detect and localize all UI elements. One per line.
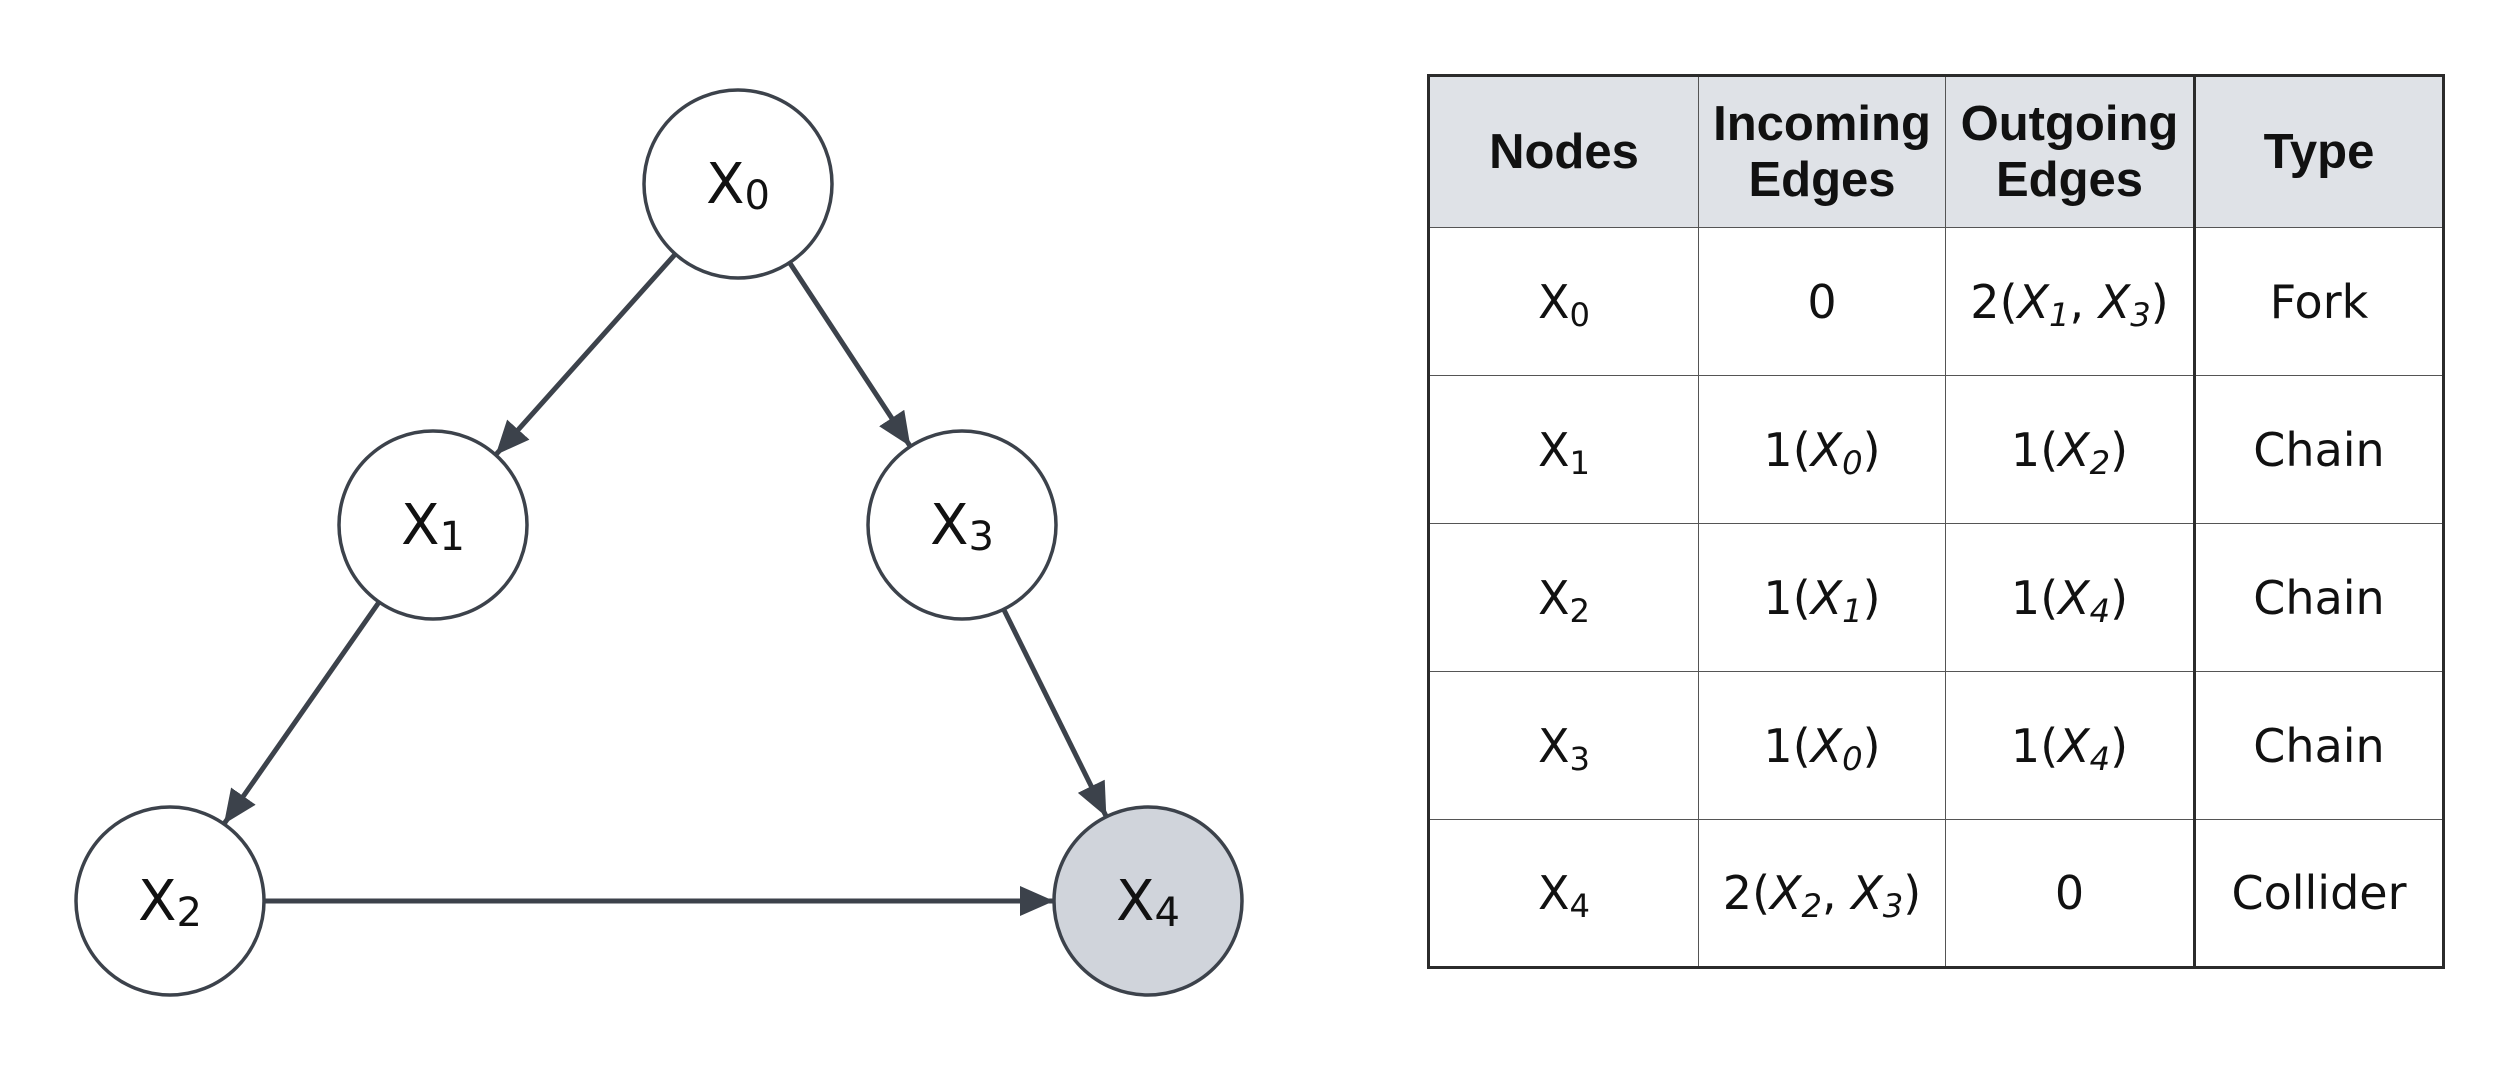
cell-node: X4 <box>1428 819 1699 968</box>
node-ref: X1 <box>2017 274 2070 334</box>
edge-x3-to-x4 <box>1001 608 1109 817</box>
cell-type: Chain <box>2194 671 2444 820</box>
cell-outgoing-edges: 1(X2) <box>1945 375 2196 524</box>
node-ref: X4 <box>2058 570 2111 630</box>
incoming-value: 0 <box>1807 274 1837 329</box>
outgoing-value: 1(X2) <box>2010 422 2129 482</box>
cell-type: Fork <box>2194 227 2444 376</box>
type-label: Chain <box>2253 570 2385 625</box>
node-x0-label: X0 <box>706 152 770 220</box>
type-label: Collider <box>2231 866 2407 920</box>
outgoing-value: 1(X4) <box>2010 570 2129 630</box>
cell-incoming-edges: 1(X0) <box>1698 375 1946 524</box>
node-x0: X0 <box>642 88 834 280</box>
node-x1-circle <box>337 429 529 621</box>
node-x4: X4 <box>1052 805 1244 997</box>
cell-type: Chain <box>2194 375 2444 524</box>
cell-node: X2 <box>1428 523 1699 672</box>
incoming-value: 2(X2, X3) <box>1722 866 1922 926</box>
header-type: Type <box>2194 75 2444 228</box>
edge-x1-to-x2 <box>222 600 382 825</box>
cell-incoming-edges: 0 <box>1698 227 1946 376</box>
outgoing-value: 0 <box>2054 866 2085 920</box>
cell-outgoing-edges: 2(X1, X3) <box>1945 227 2196 376</box>
node-ref: X3 <box>2098 274 2151 334</box>
node-symbol: X0 <box>1538 274 1590 334</box>
causal-graph: X0 X1 X2 X3 X4 <box>74 88 1244 997</box>
node-x3-circle <box>866 429 1058 621</box>
edge-x0-to-x1 <box>494 252 678 456</box>
cell-outgoing-edges: 1(X4) <box>1945 523 2196 672</box>
node-x3-label: X3 <box>930 493 994 561</box>
node-ref: X4 <box>2058 718 2111 778</box>
edge-x0-to-x3 <box>787 261 912 447</box>
table-row: X1 1(X0) 1(X2) Chain <box>1428 375 2444 524</box>
node-symbol: X3 <box>1538 718 1590 778</box>
node-x2: X2 <box>74 805 266 997</box>
node-x0-circle <box>642 88 834 280</box>
type-label: Chain <box>2253 422 2385 477</box>
node-symbol: X4 <box>1538 866 1590 926</box>
cell-outgoing-edges: 1(X4) <box>1945 671 2196 820</box>
node-x1: X1 <box>337 429 529 621</box>
node-x4-label: X4 <box>1116 869 1180 937</box>
node-ref: X1 <box>1810 570 1863 630</box>
node-layer: X0 X1 X2 X3 X4 <box>74 88 1244 997</box>
node-x3: X3 <box>866 429 1058 621</box>
incoming-value: 1(X0) <box>1763 422 1881 482</box>
type-label: Fork <box>2269 274 2369 329</box>
type-label: Chain <box>2253 718 2385 773</box>
node-ref: X0 <box>1810 422 1863 482</box>
incoming-value: 1(X1) <box>1763 570 1881 630</box>
incoming-value: 1(X0) <box>1763 718 1881 778</box>
node-ref: X0 <box>1810 718 1863 778</box>
node-symbol: X2 <box>1538 570 1590 630</box>
outgoing-value: 2(X1, X3) <box>1970 274 2169 334</box>
header-nodes: Nodes <box>1428 75 1699 228</box>
node-symbol: X1 <box>1538 422 1590 482</box>
cell-incoming-edges: 2(X2, X3) <box>1698 819 1946 968</box>
cell-node: X0 <box>1428 227 1699 376</box>
node-ref: X2 <box>2058 422 2111 482</box>
node-x1-label: X1 <box>401 493 465 561</box>
table-row: X3 1(X0) 1(X4) Chain <box>1428 671 2444 820</box>
cell-type: Collider <box>2194 819 2444 968</box>
node-ref: X3 <box>1851 866 1904 926</box>
node-x2-label: X2 <box>138 869 202 937</box>
cell-node: X3 <box>1428 671 1699 820</box>
node-x4-circle <box>1052 805 1244 997</box>
cell-incoming-edges: 1(X1) <box>1698 523 1946 672</box>
edge-layer <box>222 252 1109 916</box>
table-row: X0 0 2(X1, X3) Fork <box>1428 227 2444 376</box>
cell-incoming-edges: 1(X0) <box>1698 671 1946 820</box>
cell-node: X1 <box>1428 375 1699 524</box>
node-ref: X2 <box>1770 866 1823 926</box>
outgoing-value: 1(X4) <box>2010 718 2129 778</box>
table-row: X4 2(X2, X3) 0 Collider <box>1428 819 2444 968</box>
table-row: X2 1(X1) 1(X4) Chain <box>1428 523 2444 672</box>
node-x2-circle <box>74 805 266 997</box>
cell-outgoing-edges: 0 <box>1945 819 2196 968</box>
cell-type: Chain <box>2194 523 2444 672</box>
